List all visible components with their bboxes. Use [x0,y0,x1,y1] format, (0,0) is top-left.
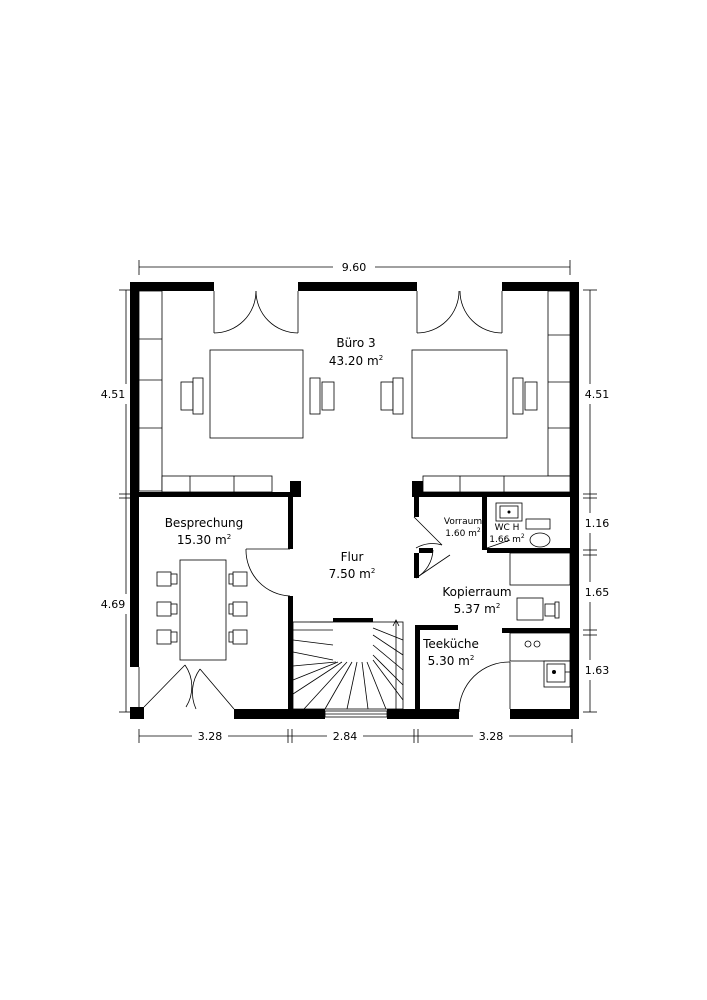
room-vorraum: Vorraum 1.60 m2 [444,517,482,539]
dim-right-2: 1.65 [585,586,610,599]
room-name: Flur [341,550,364,564]
room-buero3: Büro 3 43.20 m2 [329,336,383,368]
room-besprechung: Besprechung 15.30 m2 [165,516,244,547]
room-area: 43.20 m2 [329,354,383,368]
room-name: Besprechung [165,516,244,530]
room-name: Büro 3 [336,336,375,350]
room-area: 15.30 m2 [177,533,231,547]
dim-bottom-1: 3.28 [198,730,223,743]
room-area: 7.50 m2 [329,567,376,581]
dimension-labels: 9.60 4.51 4.69 4.51 1.16 1.65 1.63 3.28 … [101,261,610,743]
dim-right-1: 1.16 [585,517,610,530]
meeting-table [179,559,227,661]
desk-right [411,349,508,439]
room-flur: Flur 7.50 m2 [329,550,376,581]
dim-top: 9.60 [342,261,367,274]
room-area: 1.66 m2 [489,533,525,545]
room-area: 5.30 m2 [428,654,475,668]
room-name: Vorraum [444,517,482,527]
room-teekueche: Teeküche 5.30 m2 [422,637,479,668]
room-wch: WC H 1.66 m2 [489,523,525,545]
room-area: 5.37 m2 [454,602,501,616]
walls [130,282,579,719]
dim-left-upper: 4.51 [101,388,126,401]
room-name: Kopierraum [442,585,511,599]
dim-bottom-3: 3.28 [479,730,504,743]
furniture [138,290,571,688]
room-labels: Büro 3 43.20 m2 Besprechung 15.30 m2 Flu… [165,336,525,668]
dim-right-upper: 4.51 [585,388,610,401]
room-name: Teeküche [422,637,479,651]
dim-right-3: 1.63 [585,664,610,677]
dim-bottom-2: 2.84 [333,730,358,743]
room-area: 1.60 m2 [445,527,481,539]
desk-left [209,349,304,439]
room-name: WC H [495,523,520,533]
room-kopierraum: Kopierraum 5.37 m2 [442,585,511,616]
dim-left-lower: 4.69 [101,598,126,611]
doors [138,290,511,713]
staircase [292,619,404,710]
